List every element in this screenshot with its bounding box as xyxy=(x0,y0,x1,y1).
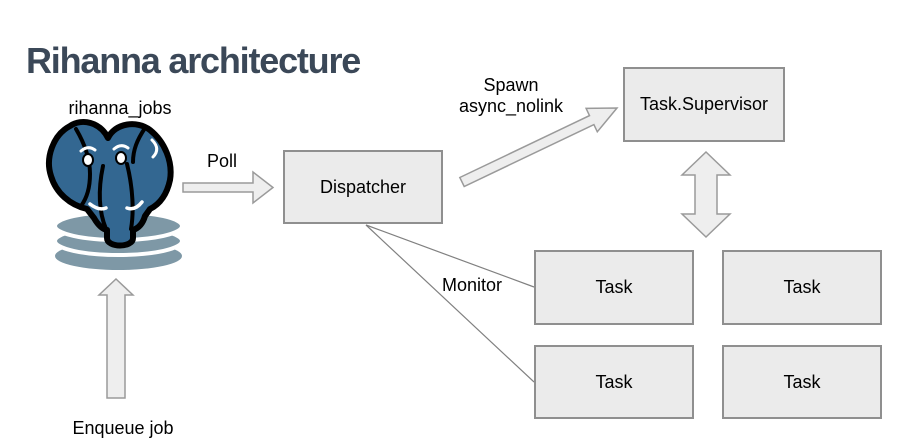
task-node-3: Task xyxy=(534,345,694,419)
spawn-label-line1: Spawn xyxy=(483,75,539,95)
page-title: Rihanna architecture xyxy=(26,40,361,81)
monitor-line-top xyxy=(365,224,535,288)
task-node-4: Task xyxy=(722,345,882,419)
spawn-label-line2: async_nolink xyxy=(458,96,564,116)
poll-label: Poll xyxy=(206,151,237,171)
poll-arrow xyxy=(182,170,275,205)
rihanna-jobs-label: rihanna_jobs xyxy=(68,98,172,118)
monitor-label: Monitor xyxy=(441,275,503,295)
supervisor-tasks-double-arrow xyxy=(680,150,732,239)
monitor-line-bottom xyxy=(365,224,535,383)
postgres-database-icon xyxy=(46,119,184,270)
postgres-elephant-icon xyxy=(46,119,174,249)
task-node-1: Task xyxy=(534,250,694,325)
dispatcher-node: Dispatcher xyxy=(283,150,443,224)
task-supervisor-node: Task.Supervisor xyxy=(623,67,785,142)
enqueue-arrow xyxy=(97,277,135,399)
enqueue-job-label: Enqueue job xyxy=(72,418,174,438)
spawn-label: Spawn async_nolink xyxy=(431,75,591,117)
spawn-arrow xyxy=(458,107,619,188)
task-node-2: Task xyxy=(722,250,882,325)
